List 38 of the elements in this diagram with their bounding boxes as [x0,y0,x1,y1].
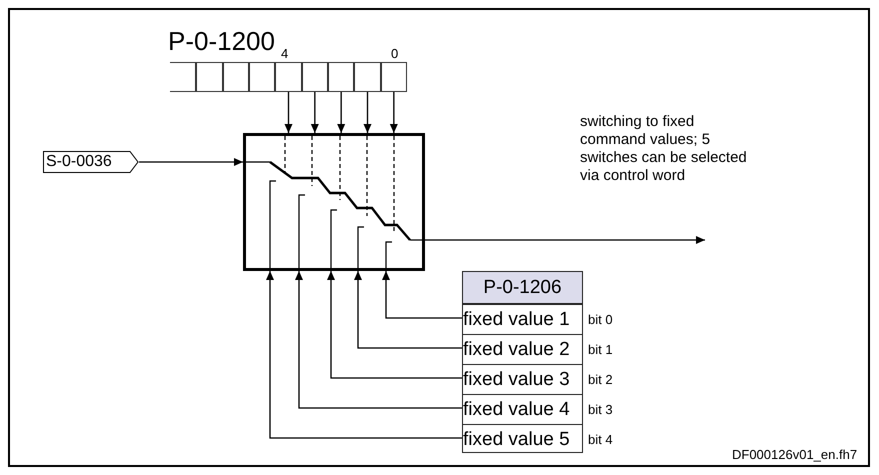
bit-label: bit 4 [588,433,613,446]
parameter-tag: S-0-0036 [43,151,139,173]
arrow [266,271,462,439]
register-cell [302,62,328,92]
arrow [364,92,372,133]
bit-label: bit 2 [588,373,613,386]
arrow [139,158,243,166]
arrow [284,92,292,133]
value-row: fixed value 3 [462,364,583,394]
table-header: P-0-1206 [463,272,582,304]
bit-label: bit 0 [588,313,613,326]
register-cell [354,62,381,92]
file-name: DF000126v01_en.fh7 [732,447,858,463]
register-cell [196,62,223,92]
register-cell [275,62,302,92]
register-cell [170,62,196,92]
register-name: P-0-1200 [168,28,275,54]
value-row: fixed value 4 [462,394,583,424]
bit-label: bit 1 [588,343,613,356]
register-cell [380,62,407,92]
value-row: fixed value 2 [462,334,583,364]
arrow [295,271,462,409]
register-cell [328,62,354,92]
value-row: fixed value 1 [462,304,583,334]
arrow [382,271,462,319]
arrow [337,92,346,133]
bit-label: bit 3 [588,403,613,416]
register-cell [249,62,276,92]
bit-number: 4 [281,47,288,60]
register-cell [222,62,249,92]
note: switching to fixed command values; 5 switches can be selected via control word [580,113,748,185]
arrow [354,271,462,349]
arrow [327,271,462,379]
arrow [425,236,705,244]
arrow [390,92,398,133]
bit-number: 0 [391,47,398,60]
arrow [310,92,319,133]
value-row: fixed value 5 [462,424,583,454]
